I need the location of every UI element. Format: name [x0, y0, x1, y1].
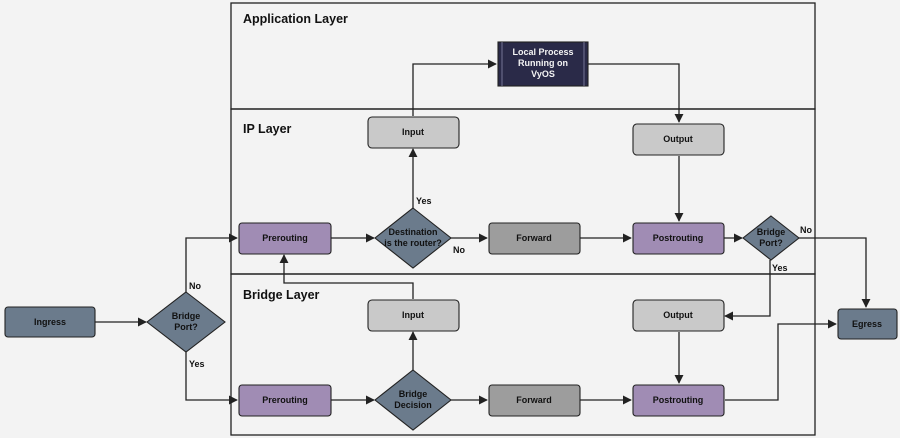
ip-output-label: Output: [663, 134, 693, 144]
edge-port-out-no-to-egress: [799, 237, 871, 308]
br-output-label: Output: [663, 310, 693, 320]
application-layer-title: Application Layer: [243, 12, 348, 26]
edge-port-no-to-ip-prerouting: [185, 233, 238, 292]
br-prerouting-node[interactable]: Prerouting: [238, 384, 332, 417]
bridge-port-out-decision[interactable]: Bridge Port?: [742, 215, 800, 261]
port-out-no-label: No: [800, 225, 812, 235]
local-process-line2: Running on: [518, 58, 568, 68]
decision-yes-label: Yes: [416, 196, 432, 206]
edge-port-out-yes-to-br-output: [724, 260, 771, 321]
port-in-no-label: No: [189, 281, 201, 291]
br-postrouting-node[interactable]: Postrouting: [632, 384, 725, 417]
br-forward-node[interactable]: Forward: [488, 384, 581, 417]
port-in-yes-label: Yes: [189, 359, 205, 369]
bridge-port-in-line2: Port?: [174, 322, 198, 332]
br-prerouting-label: Prerouting: [262, 395, 308, 405]
edge-br-input-to-ip-prerouting: [279, 254, 414, 299]
br-forward-label: Forward: [516, 395, 552, 405]
ip-layer-title: IP Layer: [243, 122, 292, 136]
ip-prerouting-label: Prerouting: [262, 233, 308, 243]
edge-input-to-local-process: [412, 59, 497, 116]
ingress-node[interactable]: Ingress: [4, 306, 96, 338]
port-out-yes-label: Yes: [772, 263, 788, 273]
ip-decision-line1: Destination: [388, 227, 437, 237]
br-decision-line1: Bridge: [399, 389, 428, 399]
br-decision-line2: Decision: [394, 400, 432, 410]
ip-destination-decision[interactable]: Destination is the router?: [374, 207, 452, 269]
edge-br-postrouting-to-egress: [725, 319, 837, 401]
br-output-node[interactable]: Output: [632, 299, 725, 332]
bridge-port-out-line1: Bridge: [757, 227, 786, 237]
ingress-label: Ingress: [34, 317, 66, 327]
ip-prerouting-node[interactable]: Prerouting: [238, 222, 332, 255]
local-process-line1: Local Process: [512, 47, 573, 57]
bridge-layer: Bridge Layer: [230, 273, 816, 436]
ip-input-node[interactable]: Input: [367, 116, 460, 149]
ip-input-label: Input: [402, 127, 424, 137]
ip-decision-line2: is the router?: [384, 238, 442, 248]
bridge-port-out-line2: Port?: [759, 238, 783, 248]
br-input-node[interactable]: Input: [367, 299, 460, 332]
decision-no-label: No: [453, 245, 465, 255]
edge-port-yes-to-br-prerouting: [185, 352, 238, 405]
local-process-node[interactable]: Local Process Running on VyOS: [497, 41, 589, 87]
edge-labels: No Yes Yes No No Yes: [189, 196, 812, 369]
br-bridge-decision[interactable]: Bridge Decision: [374, 369, 452, 431]
local-process-line3: VyOS: [531, 69, 555, 79]
egress-node[interactable]: Egress: [837, 308, 898, 340]
br-postrouting-label: Postrouting: [653, 395, 704, 405]
br-input-label: Input: [402, 310, 424, 320]
bridge-port-in-decision[interactable]: Bridge Port?: [146, 291, 226, 353]
egress-label: Egress: [852, 319, 882, 329]
ip-forward-label: Forward: [516, 233, 552, 243]
bridge-port-in-line1: Bridge: [172, 311, 201, 321]
ip-forward-node[interactable]: Forward: [488, 222, 581, 255]
ip-postrouting-label: Postrouting: [653, 233, 704, 243]
ip-postrouting-node[interactable]: Postrouting: [632, 222, 725, 255]
edges: [95, 59, 871, 405]
bridge-layer-title: Bridge Layer: [243, 288, 320, 302]
ip-output-node[interactable]: Output: [632, 123, 725, 156]
edge-local-process-to-output: [588, 63, 684, 123]
